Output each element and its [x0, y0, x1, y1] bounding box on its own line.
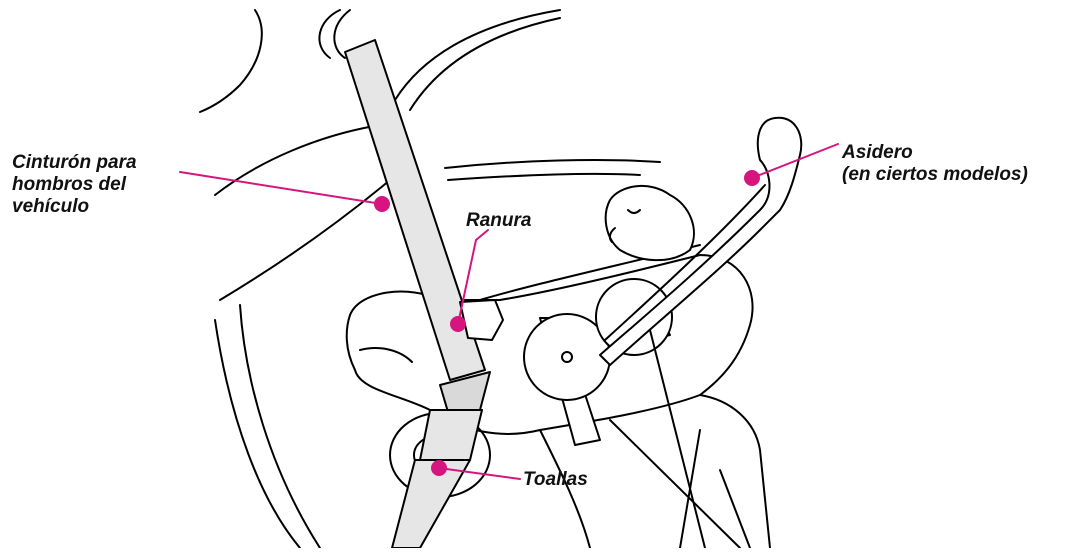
label-shoulder-belt-line-2: hombros del	[12, 174, 137, 196]
leader-dot-shoulder-belt	[375, 197, 389, 211]
label-shoulder-belt-line-1: Cinturón para	[12, 152, 137, 174]
label-shoulder-belt: Cinturón para hombros del vehículo	[12, 152, 137, 218]
label-handle-line-2: (en ciertos modelos)	[842, 164, 1028, 186]
leader-dot-slot	[451, 317, 465, 331]
label-towels: Toallas	[523, 469, 588, 491]
label-handle: Asidero (en ciertos modelos)	[842, 142, 1028, 186]
shoulder-belt	[345, 40, 503, 548]
leader-dot-towels	[432, 461, 446, 475]
label-slot: Ranura	[466, 210, 531, 232]
leader-shoulder-belt	[180, 172, 382, 204]
label-shoulder-belt-line-3: vehículo	[12, 196, 137, 218]
leader-dot-handle	[745, 171, 759, 185]
label-handle-line-1: Asidero	[842, 142, 1028, 164]
